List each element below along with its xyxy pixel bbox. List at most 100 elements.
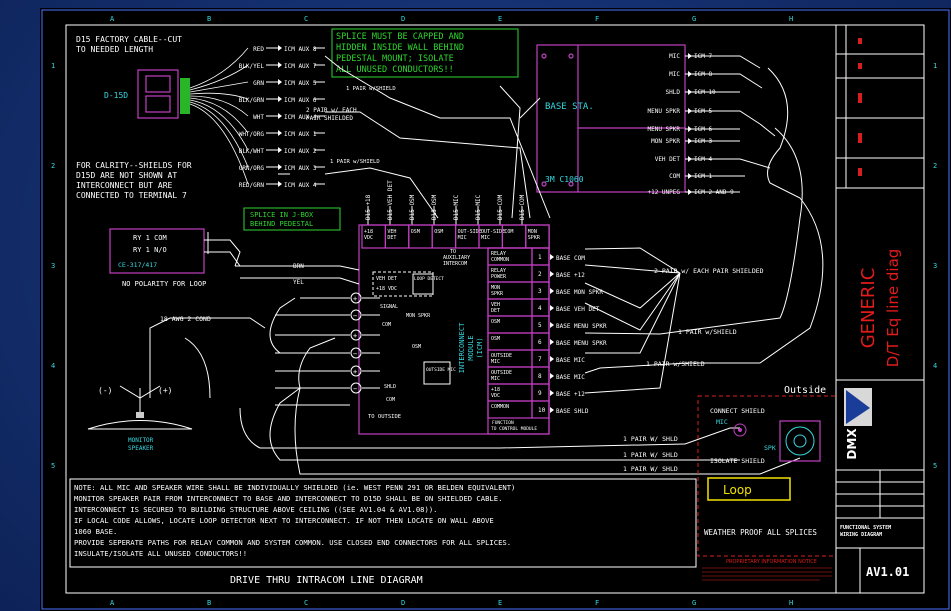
shld-line-3: 1 PAIR W/ SHLD — [623, 465, 678, 473]
base-arrow-icon — [550, 339, 554, 345]
splice-note-box — [331, 28, 519, 78]
terminal-polarity: + — [353, 332, 357, 340]
wire-terminal-label: ICM AUX 8 — [284, 46, 317, 53]
col-marker-top: A — [110, 15, 115, 23]
one-pair-shield-mid: 1 PAIR w/SHIELD — [330, 159, 380, 165]
row-marker-right: 2 — [933, 162, 937, 170]
inner-signal: SIGNAL — [380, 304, 398, 310]
icm-title-1: INTERCONNECT — [458, 322, 466, 373]
base-arrow-icon — [550, 305, 554, 311]
monitor-minus: (-) — [98, 386, 112, 395]
subtitle-group: D/T Eq line diag — [884, 249, 902, 368]
icm-function-num: 8 — [538, 373, 542, 380]
icm-function-text: OUTSIDE — [491, 370, 512, 376]
base-pin-label: VEH DET — [655, 156, 681, 163]
calrity-note-4: CONNECTED TO TERMINAL 7 — [76, 191, 187, 200]
icm-header-text: OSM — [434, 229, 443, 235]
loop-polarity-note: NO POLARITY FOR LOOP — [122, 280, 206, 288]
aux-label-3: INTERCOM — [443, 261, 467, 267]
loop-label: Loop — [723, 483, 752, 497]
col-marker-bottom: G — [692, 599, 696, 607]
two-pair-label-2: PAIR SHIELDED — [306, 115, 353, 122]
wire-color-label: BLK/GRN — [239, 97, 265, 104]
splice-note-4: ALL UNUSED CONDUCTORS!! — [336, 65, 454, 75]
outside-spk-label: SPK — [764, 444, 776, 452]
base-connection-label: BASE MENU SPKR — [556, 323, 607, 330]
note-line: IF LOCAL CODE ALLOWS, LOCATE LOOP DETECT… — [74, 516, 494, 525]
wire-routes — [149, 55, 824, 475]
wire-terminal-label: ICM AUX 7 — [284, 63, 317, 70]
to-control-label: TO CONTROL MODULE — [491, 426, 537, 432]
factory-cable-note-1: D15 FACTORY CABLE--CUT — [76, 35, 182, 44]
icm-function-text: DET — [491, 308, 500, 314]
base-arrow-icon — [550, 322, 554, 328]
relay-model: CE-317/417 — [118, 261, 157, 269]
drawing-number: AV1.01 — [866, 565, 909, 579]
system-title-2: WIRING DIAGRAM — [840, 532, 882, 538]
icm-header-text: OUT-SIDE — [458, 229, 482, 235]
splice-jbox-1: SPLICE IN J-BOX — [250, 211, 314, 219]
col-marker-top: G — [692, 15, 696, 23]
icm-function-text: MON — [491, 285, 500, 291]
row-marker-left: 5 — [51, 462, 55, 470]
aux-label-1: TO — [450, 249, 456, 255]
base-arrow-icon — [550, 254, 554, 260]
icm-function-text: OSM — [491, 319, 500, 325]
base-station — [536, 44, 686, 193]
fan-wire — [189, 97, 249, 134]
calrity-note-1: FOR CALRITY--SHIELDS FOR — [76, 161, 192, 170]
base-connection-label: BASE MIC — [556, 374, 585, 381]
inner-osm: OSM — [412, 344, 421, 350]
col-marker-bottom: E — [498, 599, 502, 607]
fan-wire — [189, 64, 249, 91]
terminal-circle-icon — [350, 365, 362, 377]
icm-header-text: VDC — [364, 235, 373, 241]
splice-arrow-icon — [278, 181, 282, 187]
terminal-circle-icon — [350, 309, 362, 321]
title-block — [835, 24, 925, 594]
fan-wire — [189, 99, 249, 151]
splice-arrow-icon — [278, 130, 282, 136]
icm-function-text: OUTSIDE — [491, 353, 512, 359]
monitor-label-2: SPEAKER — [128, 445, 154, 452]
shld-line-2: 1 PAIR W/ SHLD — [623, 451, 678, 459]
inner-outside-mic: OUTSIDE MIC — [426, 367, 456, 373]
base-arrow-icon — [550, 390, 554, 396]
base-arrow-icon — [550, 373, 554, 379]
icm-header-text: MIC — [481, 235, 490, 241]
icm-function-text: RELAY — [491, 251, 506, 257]
inner-mon-spkr: MON SPKR — [406, 313, 431, 319]
splice-jbox-box — [243, 207, 341, 231]
one-pair-shield-top: 1 PAIR w/SHIELD — [346, 86, 396, 92]
row-marker-left: 3 — [51, 262, 55, 270]
icm-header-text: MIC — [458, 235, 467, 241]
note-line: PROVIDE SEPERATE PATHS FOR RELAY COMMON … — [74, 538, 511, 547]
connect-shield: CONNECT SHIELD — [710, 407, 765, 415]
base-connection-label: BASE MENU SPKR — [556, 340, 607, 347]
base-pin-label: COM — [669, 173, 680, 180]
base-connection-label: BASE +12 — [556, 272, 585, 279]
col-marker-top: D — [401, 15, 405, 23]
icm-header-text: OUT-SIDE — [481, 229, 505, 235]
wire-color-label: WHT — [253, 114, 264, 121]
d15d-device — [137, 69, 190, 119]
fan-wire — [189, 101, 249, 168]
inner-shld: SHLD — [384, 384, 396, 390]
row-marker-left: 2 — [51, 162, 55, 170]
icm-function-text: +18 — [491, 387, 500, 393]
inner-loop-detect: LOOP DETECT — [414, 276, 444, 282]
row-marker-right: 4 — [933, 362, 937, 370]
general-notes: NOTE: ALL MIC AND SPEAKER WIRE SHALL BE … — [74, 483, 515, 558]
icm-function-text: COMMON — [491, 404, 509, 410]
relay-box — [109, 228, 205, 274]
icm-function-num: 6 — [538, 339, 542, 346]
icm-top-terminal: D15 VEH DET — [387, 180, 394, 220]
proprietary-text-lines — [702, 567, 832, 581]
wire-terminal-label: ICM AUX 4 — [284, 182, 317, 189]
inner-18vdc: +18 VDC — [376, 286, 397, 292]
splice-arrow-icon — [278, 164, 282, 170]
wire-color-label: BLK/YEL — [239, 63, 265, 70]
